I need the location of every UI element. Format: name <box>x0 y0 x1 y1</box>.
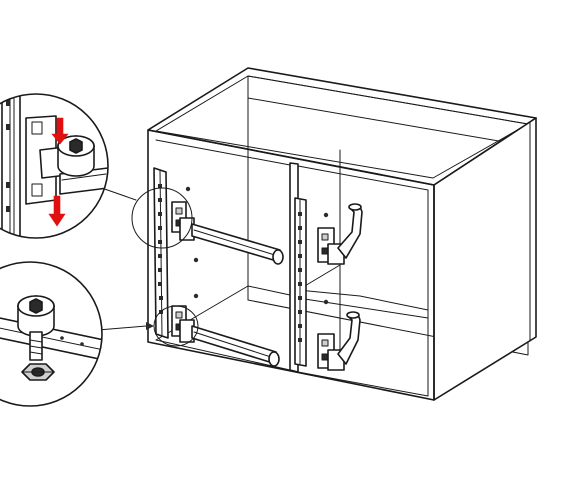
hinge-screw-icon <box>175 311 183 319</box>
right-mounting-rail <box>294 197 307 367</box>
screw-icon <box>323 299 329 305</box>
detail-circle-lower <box>0 261 103 407</box>
back-panel-groove <box>247 97 529 147</box>
right-shelf-lower-edge <box>297 297 429 319</box>
detail-screw-icon <box>31 121 43 135</box>
screw-points <box>185 186 329 305</box>
bracket-arm <box>337 313 361 365</box>
bracket-arm-tip <box>348 203 362 211</box>
detail-circle-upper <box>0 93 109 239</box>
right-lower-bracket <box>317 311 361 371</box>
red-arrow-down-icon <box>48 195 66 227</box>
bracket-arm-tip <box>346 311 360 319</box>
hinge-arm-tip <box>272 249 284 265</box>
left-lower-hinge <box>171 305 280 367</box>
left-upper-hinge <box>171 201 284 265</box>
bracket-screw-icon <box>321 353 329 361</box>
leader-arrowhead <box>146 322 154 330</box>
hinge-arm-edge <box>193 331 275 359</box>
cabinet-front-frame <box>147 129 435 401</box>
detail-screw-icon <box>31 183 43 197</box>
screw-icon <box>323 212 329 218</box>
screw-icon <box>193 293 199 299</box>
screw-icon <box>185 186 191 192</box>
hex-socket-icon <box>69 138 83 154</box>
hinge-screw-icon <box>175 207 183 215</box>
magnifier-ring-upper <box>131 187 193 249</box>
bracket-arm <box>337 205 363 259</box>
screw-icon <box>193 257 199 263</box>
rail-left-slot-line <box>159 169 163 337</box>
right-shelf-front <box>297 289 429 311</box>
detail-callout-lower <box>0 261 103 407</box>
rail-right-holes <box>298 212 302 342</box>
leader-line-lower <box>97 325 147 331</box>
right-upper-bracket <box>317 203 363 265</box>
bracket-screw-icon <box>321 339 329 347</box>
bracket-screw-icon <box>321 247 329 255</box>
adjust-arrows <box>48 117 69 227</box>
left-mounting-rail <box>153 167 169 339</box>
hinge-arm-edge <box>193 229 279 257</box>
callout-leaders <box>95 185 199 347</box>
red-arrow-down-icon <box>51 117 69 145</box>
detail-rail <box>1 94 21 238</box>
detail-callout-upper <box>0 93 109 239</box>
hinge-arm-tip <box>268 351 280 367</box>
cabinet-back-panel <box>247 75 529 356</box>
hex-socket-icon <box>29 298 43 314</box>
bracket-screw-icon <box>321 233 329 241</box>
